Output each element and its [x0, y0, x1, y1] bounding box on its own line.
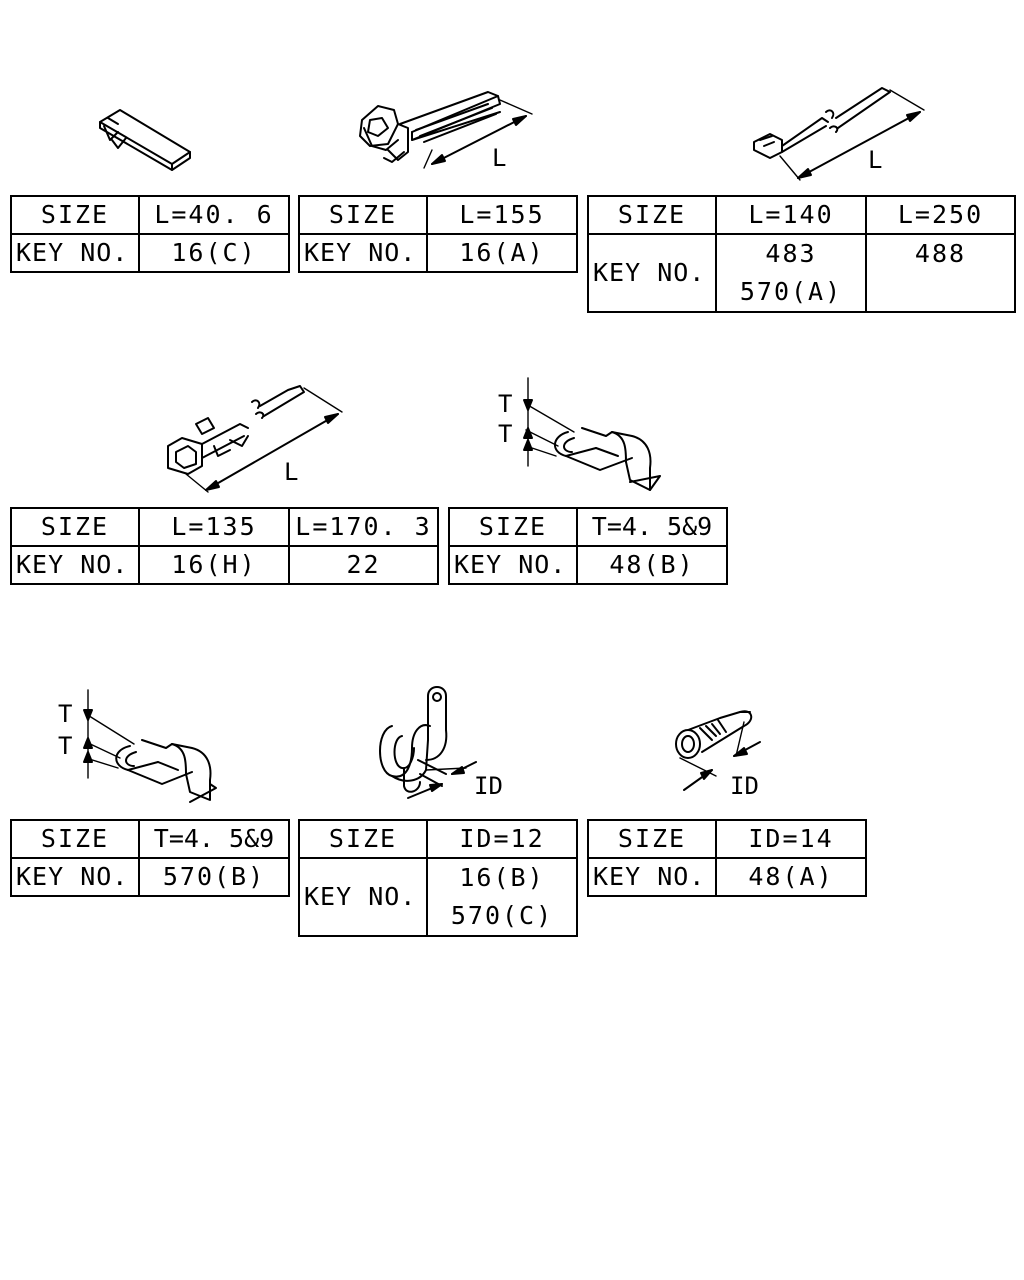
size-key-table-7: SIZE ID=12 KEY NO. 16(B) 570(C)	[298, 819, 578, 937]
size-value: ID=14	[715, 819, 867, 859]
clip-drawing-4: L	[167, 385, 343, 493]
dim-T-label-6a: T	[58, 700, 72, 728]
size-value: L=40. 6	[138, 195, 290, 235]
key-value: 570(C)	[450, 901, 554, 930]
clip-drawing-2: L	[359, 91, 533, 172]
clip-drawing-8: ID	[675, 710, 761, 800]
size-key-table-1: SIZE L=40. 6 KEY NO. 16(C)	[10, 195, 290, 273]
clip-drawing-7: ID	[379, 686, 503, 800]
key-value: 48(A)	[715, 857, 867, 897]
size-key-table-4: SIZE L=135 L=170. 3 KEY NO. 16(H) 22	[10, 507, 439, 585]
clip-drawing-1	[99, 109, 191, 171]
size-header: SIZE	[587, 819, 717, 859]
size-header: SIZE	[448, 507, 578, 547]
size-header: SIZE	[298, 819, 428, 859]
size-key-table-6: SIZE T=4. 5&9 KEY NO. 570(B)	[10, 819, 290, 897]
key-value: 16(A)	[426, 233, 578, 273]
size-header: SIZE	[298, 195, 428, 235]
key-value: 16(B)	[459, 863, 545, 892]
dim-L-label-2: L	[492, 144, 506, 172]
size-value: L=155	[426, 195, 578, 235]
key-value: 48(B)	[576, 545, 728, 585]
dim-L-label-4: L	[284, 458, 298, 486]
key-no-header: KEY NO.	[10, 545, 140, 585]
size-key-table-5: SIZE T=4. 5&9 KEY NO. 48(B)	[448, 507, 728, 585]
key-no-header: KEY NO.	[587, 857, 717, 897]
dim-ID-label-8: ID	[730, 772, 759, 800]
size-header: SIZE	[587, 195, 717, 235]
key-no-header: KEY NO.	[10, 857, 140, 897]
size-key-table-3: SIZE L=140 L=250 KEY NO. 483 570(A) 488	[587, 195, 1016, 313]
size-value: T=4. 5&9	[138, 819, 290, 859]
clip-drawing-3: L	[753, 87, 925, 181]
dim-T-label-5b: T	[498, 420, 512, 448]
key-no-header: KEY NO.	[298, 857, 428, 937]
size-value: L=170. 3	[288, 507, 439, 547]
key-value-cell: 16(B) 570(C)	[426, 857, 578, 937]
size-value: ID=12	[426, 819, 578, 859]
dim-ID-label-7: ID	[474, 772, 503, 800]
size-header: SIZE	[10, 507, 140, 547]
key-value: 16(H)	[138, 545, 290, 585]
dim-L-label-3: L	[868, 146, 882, 174]
key-value: 483	[765, 239, 817, 268]
key-value: 16(C)	[138, 233, 290, 273]
key-value-cell: 488	[865, 233, 1016, 313]
size-header: SIZE	[10, 195, 140, 235]
size-value: L=250	[865, 195, 1016, 235]
key-value: 22	[288, 545, 439, 585]
size-header: SIZE	[10, 819, 140, 859]
size-key-table-2: SIZE L=155 KEY NO. 16(A)	[298, 195, 578, 273]
size-value: T=4. 5&9	[576, 507, 728, 547]
size-key-table-8: SIZE ID=14 KEY NO. 48(A)	[587, 819, 867, 897]
key-value: 488	[914, 239, 967, 268]
size-value: L=140	[715, 195, 867, 235]
dim-T-label-6b: T	[58, 732, 72, 760]
key-no-header: KEY NO.	[448, 545, 578, 585]
key-value-cell: 483 570(A)	[715, 233, 867, 313]
key-value: 570(B)	[138, 857, 290, 897]
key-no-header: KEY NO.	[10, 233, 140, 273]
clip-drawing-5: T T	[498, 377, 661, 491]
key-no-header: KEY NO.	[587, 233, 717, 313]
key-value: 570(A)	[739, 277, 843, 306]
size-value: L=135	[138, 507, 290, 547]
key-no-header: KEY NO.	[298, 233, 428, 273]
clip-drawing-6: T T	[58, 689, 217, 803]
dim-T-label-5a: T	[498, 390, 512, 418]
